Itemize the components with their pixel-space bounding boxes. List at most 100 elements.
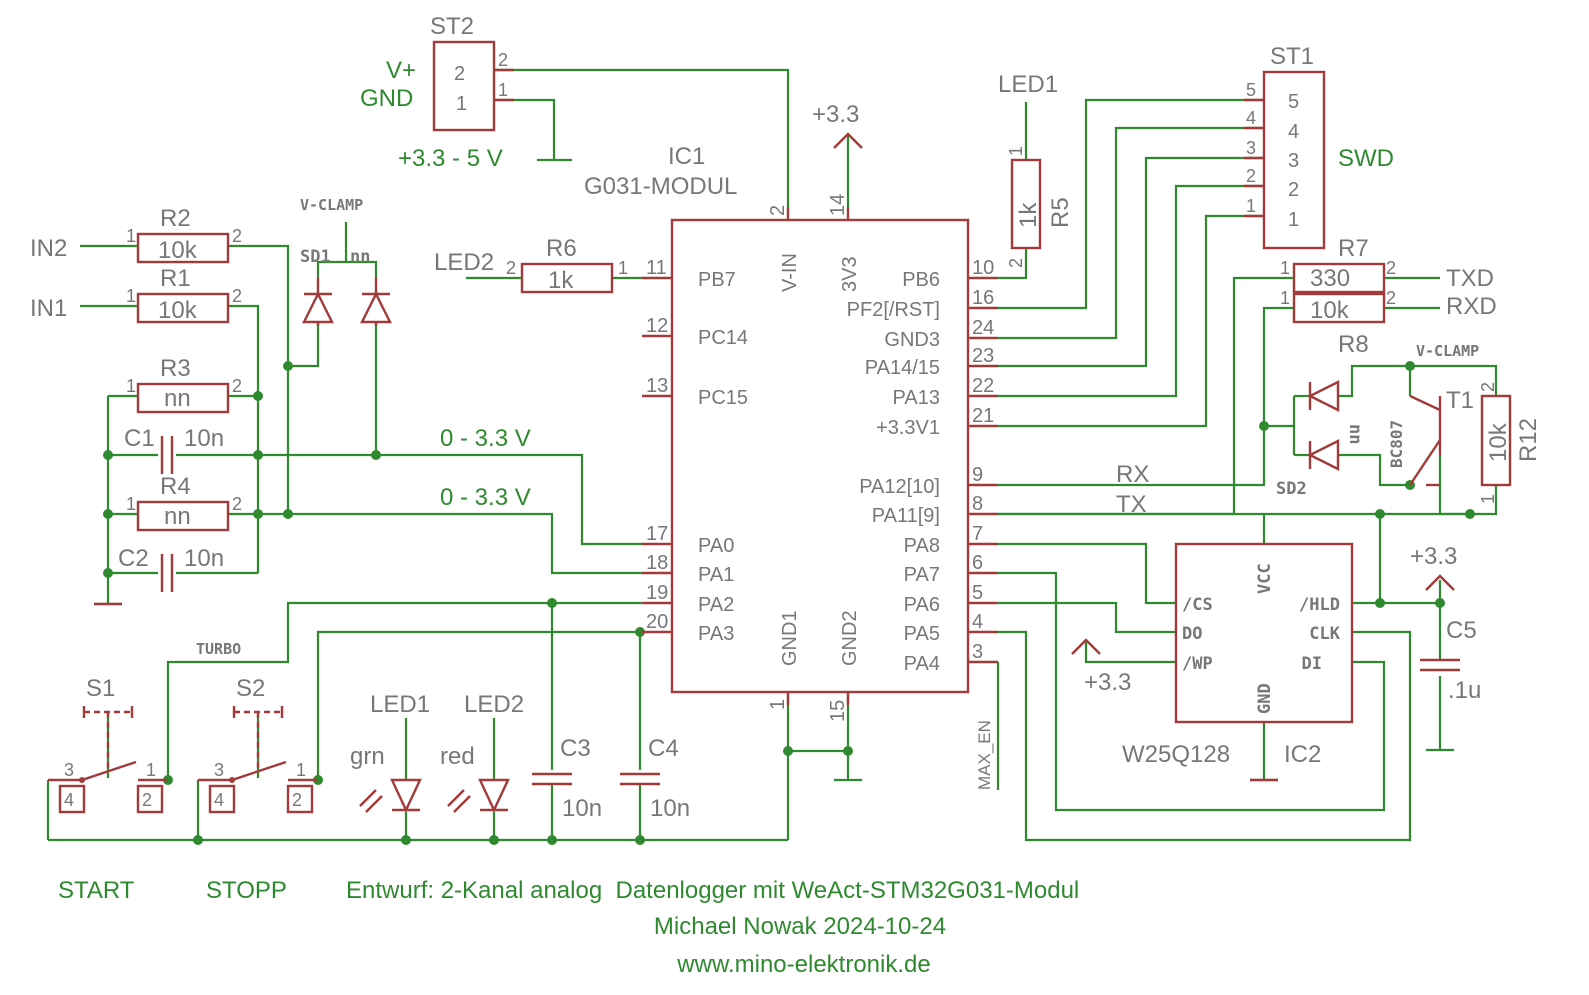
svg-text:12: 12 [646,315,668,337]
resistor-r1: R1 10k 1 2 IN1 [30,265,242,324]
label-start: START [58,877,135,904]
svg-text:LED2: LED2 [434,249,494,276]
resistor-r7: R7 330 1 2 TXD [1280,235,1494,294]
svg-text:2: 2 [506,258,516,278]
svg-text:V-CLAMP: V-CLAMP [300,196,363,214]
svg-text:PA3: PA3 [698,623,734,645]
resistor-r6: R6 1k 2 1 LED2 [434,235,628,294]
svg-text:VCC: VCC [1255,563,1275,594]
svg-text:19: 19 [646,582,668,604]
svg-text:C2: C2 [118,545,149,572]
svg-text:3: 3 [972,641,983,663]
svg-text:SD1: SD1 [300,247,331,267]
svg-text:PA13: PA13 [893,387,940,409]
footer-url: www.mino-elektronik.de [676,951,930,978]
resistor-r8: 10k R8 1 2 RXD [1280,288,1497,358]
svg-text:CLK: CLK [1309,624,1340,644]
svg-text:/CS: /CS [1182,595,1213,615]
svg-text:R6: R6 [546,235,577,262]
svg-text:1: 1 [126,286,136,306]
svg-text:DO: DO [1182,624,1202,644]
svg-text:1: 1 [1280,258,1290,278]
svg-text:2: 2 [232,286,242,306]
transistor-t1: T1 BC807 [1387,387,1474,487]
svg-text:BC807: BC807 [1387,420,1406,468]
svg-text:R2: R2 [160,205,191,232]
wires [46,68,1498,842]
svg-text:TXD: TXD [1446,265,1494,292]
svg-text:1: 1 [126,226,136,246]
diode-sd2: V-CLAMP SD2 nn [1276,342,1479,499]
svg-text:R5: R5 [1047,197,1074,228]
svg-text:PA6: PA6 [904,594,940,616]
svg-text:LED1: LED1 [998,71,1058,98]
svg-text:5: 5 [1246,80,1256,100]
svg-text:C5: C5 [1446,617,1477,644]
svg-text:4: 4 [214,790,224,810]
svg-text:+3.3: +3.3 [1084,669,1131,696]
svg-text:/WP: /WP [1182,654,1213,674]
svg-text:6: 6 [972,552,983,574]
svg-text:nn: nn [1345,424,1365,444]
svg-text:1: 1 [1478,494,1498,504]
svg-text:1: 1 [618,258,628,278]
svg-text:PA7: PA7 [904,564,940,586]
svg-text:PA0: PA0 [698,535,734,557]
svg-text:C4: C4 [648,735,679,762]
svg-text:1: 1 [126,494,136,514]
svg-text:4: 4 [1288,121,1299,143]
svg-text:R1: R1 [160,265,191,292]
svg-text:2: 2 [1288,179,1299,201]
svg-text:PA8: PA8 [904,535,940,557]
svg-text:GND1: GND1 [779,610,801,666]
svg-text:22: 22 [972,375,994,397]
net-turbo: TURBO [196,640,241,658]
svg-text:4: 4 [1246,108,1256,128]
svg-text:10n: 10n [650,795,690,822]
svg-text:+3.3: +3.3 [1410,543,1457,570]
svg-text:PA1: PA1 [698,564,734,586]
net-tx: TX [1116,491,1147,518]
svg-text:LED2: LED2 [464,691,524,718]
svg-text:15: 15 [827,700,849,722]
svg-text:3V3: 3V3 [839,256,861,292]
svg-text:10n: 10n [562,795,602,822]
capacitor-c5: C5 .1u [1420,617,1481,704]
svg-text:10: 10 [972,257,994,279]
connector-st1: ST1 5 4 3 2 1 5 4 3 2 1 SWD [1244,43,1394,250]
svg-text:21: 21 [972,405,994,427]
capacitor-c2: C2 10n [118,545,224,592]
svg-text:2: 2 [142,790,152,810]
svg-text:14: 14 [827,194,849,216]
svg-text:IN1: IN1 [30,295,67,322]
svg-text:red: red [440,743,475,770]
svg-text:W25Q128: W25Q128 [1122,741,1230,768]
resistor-r4: R4 nn 1 2 [126,473,242,532]
switch-s1: S1 3 1 4 2 [48,675,168,814]
junctions [103,361,1475,845]
svg-text:PA2: PA2 [698,594,734,616]
supply-arrow-c5: +3.3 [1410,543,1457,591]
svg-text:+3.3V1: +3.3V1 [876,417,940,439]
svg-text:R3: R3 [160,355,191,382]
svg-text:24: 24 [972,317,994,339]
svg-text:2: 2 [1386,288,1396,308]
svg-text:2: 2 [232,494,242,514]
svg-text:13: 13 [646,375,668,397]
svg-text:T1: T1 [1446,387,1474,414]
svg-text:1: 1 [767,699,789,710]
net-max-en: MAX_EN [975,720,994,790]
label-stopp: STOPP [206,877,287,904]
svg-text:10k: 10k [1310,297,1350,324]
supply-arrow-wp: +3.3 [1071,638,1131,696]
svg-text:PC14: PC14 [698,327,748,349]
svg-text:IC2: IC2 [1284,741,1321,768]
svg-text:S1: S1 [86,675,115,702]
svg-text:R8: R8 [1338,331,1369,358]
svg-text:3: 3 [1246,138,1256,158]
svg-text:2: 2 [232,226,242,246]
svg-text:5: 5 [972,582,983,604]
svg-text:nn: nn [164,503,191,530]
svg-text:nn: nn [164,385,191,412]
